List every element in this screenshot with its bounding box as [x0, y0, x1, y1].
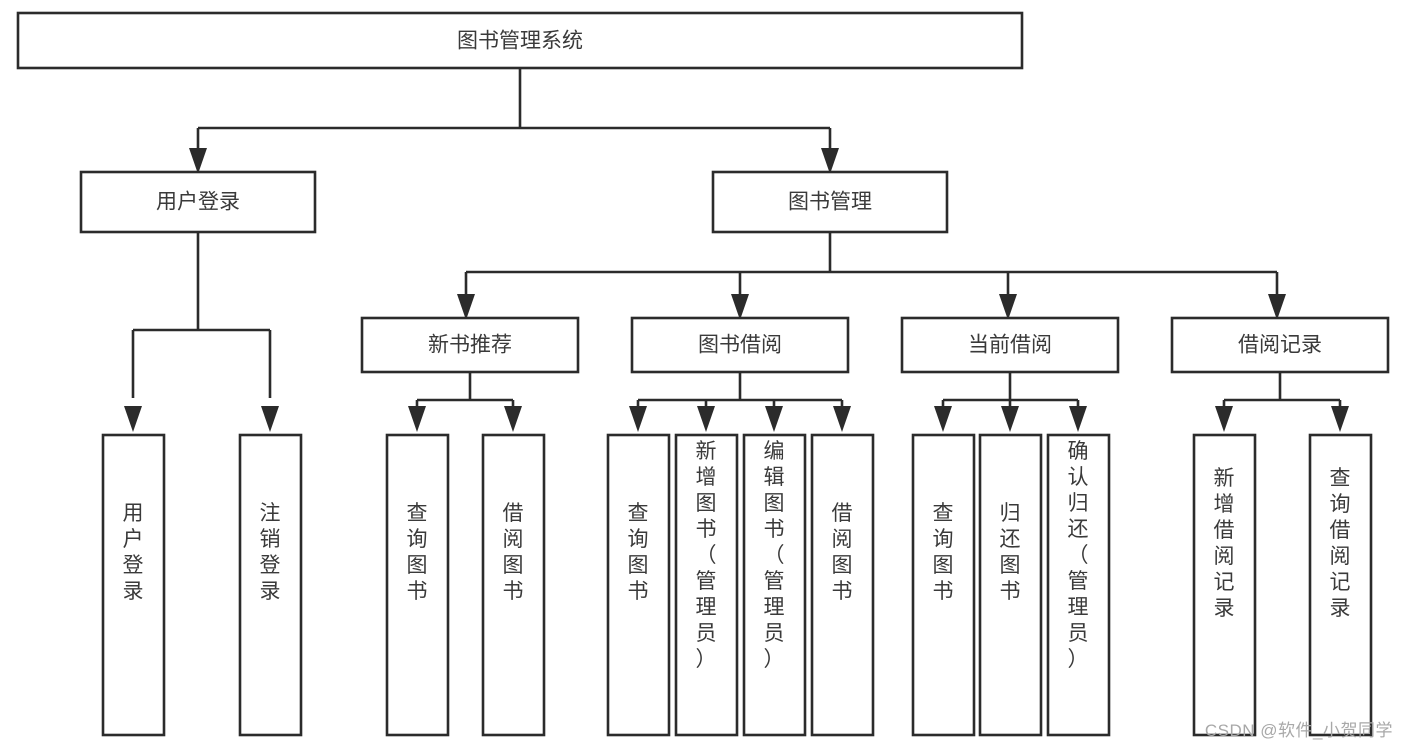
node-leaf-query-book-1-label: 查询图书	[407, 502, 428, 603]
arrow-icon	[124, 406, 142, 432]
node-leaf-user-login-box	[101, 433, 166, 737]
node-leaf-edit-book-label: 编辑图书（管理员）	[764, 440, 785, 671]
connector-group-book-management	[457, 232, 1286, 320]
arrow-icon	[457, 294, 475, 320]
node-new-book-recommend[interactable]: 新书推荐	[360, 316, 580, 374]
arrow-icon	[765, 406, 783, 432]
arrow-icon	[1268, 294, 1286, 320]
node-current-borrow-label: 当前借阅	[968, 334, 1052, 357]
arrow-icon	[629, 406, 647, 432]
node-leaf-return-book-label: 归还图书	[1000, 502, 1021, 603]
node-leaf-confirm-return[interactable]: 确认归还（管理员）	[1046, 433, 1111, 737]
node-leaf-add-book-box	[674, 433, 739, 737]
node-leaf-query-book-2-box	[606, 433, 671, 737]
connector-group-current-borrow	[934, 372, 1087, 432]
arrow-icon	[189, 148, 207, 174]
node-book-management-box	[711, 170, 949, 234]
node-leaf-add-book[interactable]: 新增图书（管理员）	[674, 433, 739, 737]
node-leaf-add-record-box	[1192, 433, 1257, 737]
node-borrow-record-box	[1170, 316, 1390, 374]
arrow-icon	[504, 406, 522, 432]
node-leaf-add-record-label: 新增借阅记录	[1214, 467, 1235, 620]
node-book-management[interactable]: 图书管理	[711, 170, 949, 234]
node-book-management-label: 图书管理	[788, 191, 872, 214]
node-leaf-add-record[interactable]: 新增借阅记录	[1192, 433, 1257, 737]
node-book-borrow-box	[630, 316, 850, 374]
node-leaf-return-book[interactable]: 归还图书	[978, 433, 1043, 737]
arrow-icon	[408, 406, 426, 432]
arrow-icon	[833, 406, 851, 432]
node-leaf-user-login-label: 用户登录	[123, 502, 144, 603]
node-root-system[interactable]: 图书管理系统	[16, 11, 1024, 70]
connector-group-borrow-record	[1215, 372, 1349, 432]
arrow-icon	[1331, 406, 1349, 432]
node-leaf-logout-login[interactable]: 注销登录	[238, 433, 303, 737]
arrow-icon	[697, 406, 715, 432]
connector-group-new-book-recommend	[408, 372, 522, 432]
node-leaf-borrow-book-2-box	[810, 433, 875, 737]
node-leaf-borrow-book-2-label: 借阅图书	[832, 502, 853, 603]
node-leaf-query-book-3-box	[911, 433, 976, 737]
node-leaf-query-book-3-label: 查询图书	[933, 502, 954, 603]
node-book-borrow[interactable]: 图书借阅	[630, 316, 850, 374]
node-leaf-query-book-1[interactable]: 查询图书	[385, 433, 450, 737]
node-leaf-logout-login-label: 注销登录	[260, 502, 281, 603]
node-leaf-query-record[interactable]: 查询借阅记录	[1308, 433, 1373, 737]
node-leaf-return-book-box	[978, 433, 1043, 737]
arrow-icon	[261, 406, 279, 432]
node-leaf-borrow-book-1-label: 借阅图书	[503, 502, 524, 603]
node-book-borrow-label: 图书借阅	[698, 334, 782, 357]
arrow-icon	[821, 148, 839, 174]
connector-group-book-borrow	[629, 372, 851, 432]
node-leaf-user-login[interactable]: 用户登录	[101, 433, 166, 737]
node-current-borrow[interactable]: 当前借阅	[900, 316, 1120, 374]
node-leaf-borrow-book-1[interactable]: 借阅图书	[481, 433, 546, 737]
arrow-icon	[1215, 406, 1233, 432]
node-leaf-edit-book-box	[742, 433, 807, 737]
node-new-book-recommend-box	[360, 316, 580, 374]
node-user-login-label: 用户登录	[156, 191, 240, 214]
node-borrow-record-label: 借阅记录	[1238, 334, 1322, 357]
arrow-icon	[1069, 406, 1087, 432]
node-leaf-confirm-return-box	[1046, 433, 1111, 737]
node-leaf-logout-login-box	[238, 433, 303, 737]
arrow-icon	[934, 406, 952, 432]
node-borrow-record[interactable]: 借阅记录	[1170, 316, 1390, 374]
connector-group-root	[189, 68, 839, 174]
arrow-icon	[999, 294, 1017, 320]
node-leaf-query-book-3[interactable]: 查询图书	[911, 433, 976, 737]
arrow-icon	[1001, 406, 1019, 432]
node-leaf-query-book-2-label: 查询图书	[628, 502, 649, 603]
node-leaf-edit-book[interactable]: 编辑图书（管理员）	[742, 433, 807, 737]
node-leaf-borrow-book-1-box	[481, 433, 546, 737]
node-leaf-query-record-box	[1308, 433, 1373, 737]
node-user-login-box	[79, 170, 317, 234]
node-root-label: 图书管理系统	[457, 30, 583, 53]
arrow-icon	[731, 294, 749, 320]
node-leaf-query-record-label: 查询借阅记录	[1330, 467, 1351, 620]
node-leaf-confirm-return-label: 确认归还（管理员）	[1068, 440, 1089, 671]
node-root-box	[16, 11, 1024, 70]
node-user-login[interactable]: 用户登录	[79, 170, 317, 234]
connector-group-user-login	[124, 232, 279, 432]
node-leaf-borrow-book-2[interactable]: 借阅图书	[810, 433, 875, 737]
node-leaf-query-book-1-box	[385, 433, 450, 737]
node-current-borrow-box	[900, 316, 1120, 374]
node-new-book-recommend-label: 新书推荐	[428, 334, 512, 357]
node-leaf-add-book-label: 新增图书（管理员）	[696, 440, 717, 671]
node-leaf-query-book-2[interactable]: 查询图书	[606, 433, 671, 737]
